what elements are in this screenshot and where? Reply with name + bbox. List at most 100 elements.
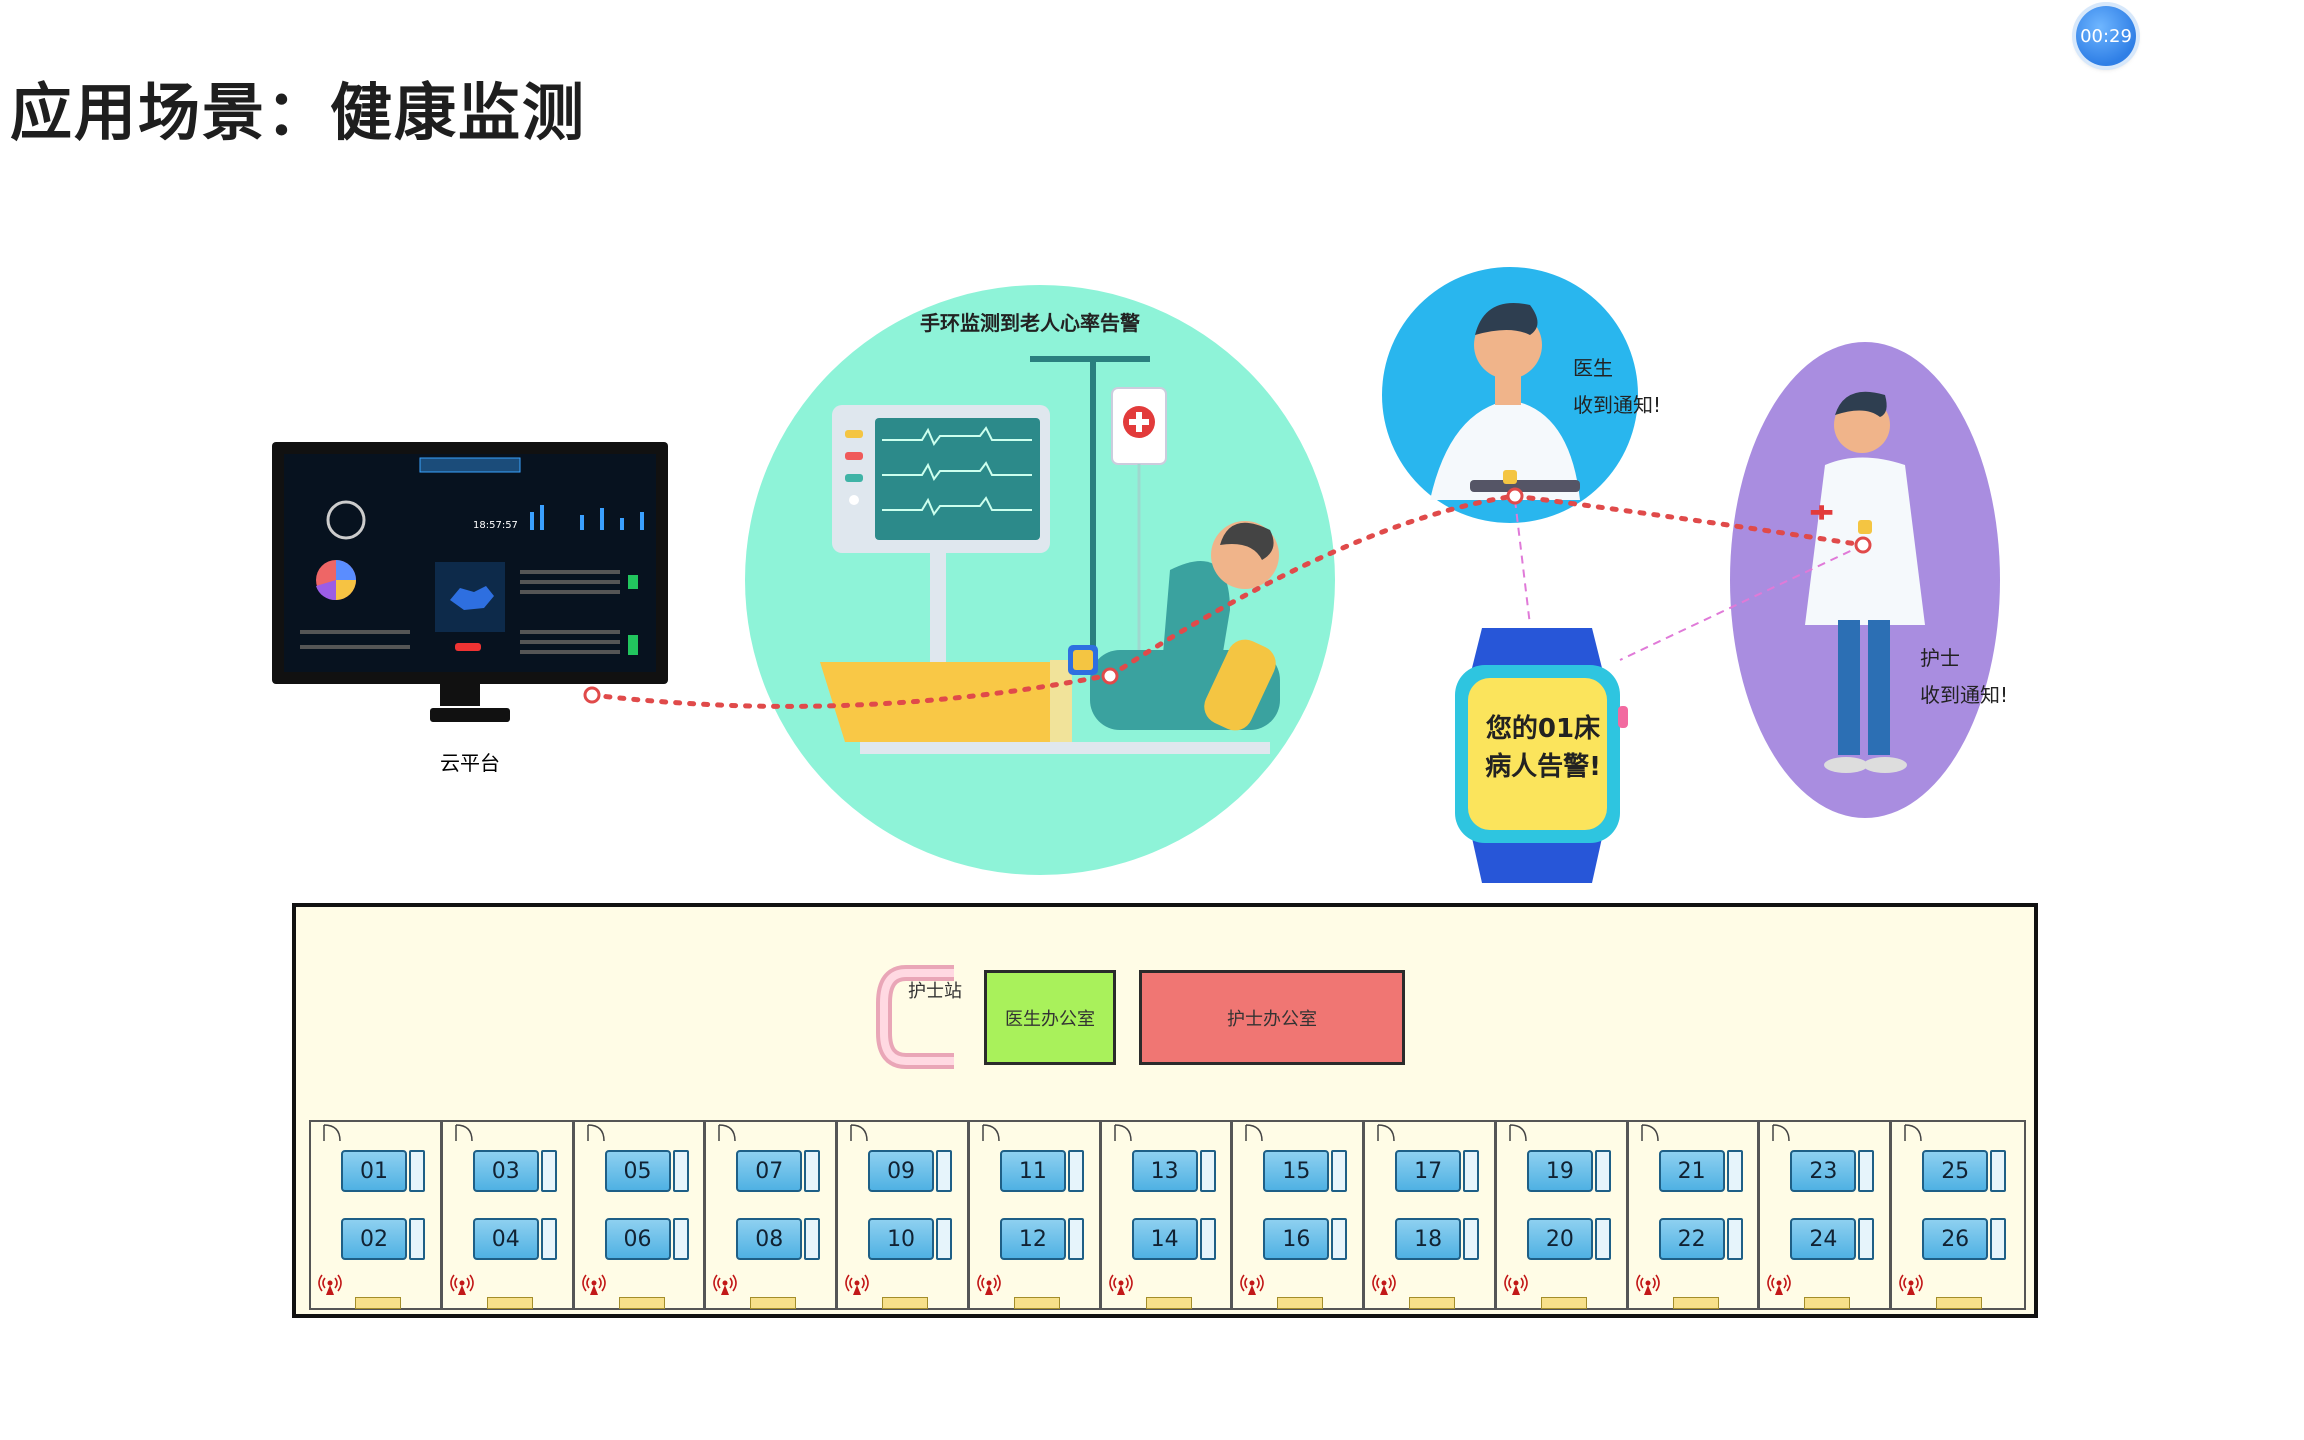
alert-path-cloud-to-patient: [589, 673, 1108, 709]
bedside-desk: [882, 1297, 929, 1309]
bed-headboard: [1067, 1150, 1084, 1192]
signal-antenna-icon: [1899, 1274, 1923, 1295]
signal-antenna-icon: [318, 1274, 342, 1295]
nurse-label-line2: 收到通知!: [1920, 683, 2008, 707]
bed[interactable]: 04: [472, 1218, 539, 1260]
watch-link-nurse: [1619, 544, 1864, 661]
signal-antenna-icon: [1635, 1274, 1660, 1295]
iv-drip-icon: [1030, 356, 1167, 656]
bed-headboard: [804, 1150, 821, 1192]
ward-room: 01 02: [311, 1122, 443, 1309]
bed[interactable]: 03: [472, 1150, 539, 1192]
bed[interactable]: 21: [1658, 1150, 1725, 1192]
bed[interactable]: 06: [604, 1218, 671, 1260]
door-icon: [718, 1124, 737, 1142]
bedside-desk: [618, 1297, 665, 1309]
ward-room: 07 08: [706, 1122, 839, 1309]
bed[interactable]: 10: [868, 1218, 935, 1260]
door-icon: [850, 1124, 868, 1142]
bed-headboard: [936, 1150, 953, 1192]
door-icon: [1377, 1124, 1395, 1142]
ward-room: 11 12: [970, 1122, 1102, 1309]
bed[interactable]: 26: [1922, 1218, 1989, 1260]
bed[interactable]: 05: [604, 1150, 671, 1192]
bed[interactable]: 15: [1263, 1150, 1330, 1192]
bed-headboard: [1594, 1218, 1611, 1260]
doctor-label-line2: 收到通知!: [1573, 393, 1661, 417]
bed[interactable]: 19: [1526, 1150, 1593, 1192]
watch-link-doctor: [1514, 499, 1531, 626]
signal-antenna-icon: [1108, 1274, 1133, 1295]
bed-headboard: [1463, 1150, 1480, 1192]
ward-room: 25 26: [1892, 1122, 2024, 1309]
bed[interactable]: 11: [999, 1150, 1066, 1192]
bed[interactable]: 12: [999, 1218, 1066, 1260]
bed[interactable]: 20: [1526, 1218, 1593, 1260]
watch-alert-line2: 病人告警!: [1485, 752, 1601, 782]
bed[interactable]: 01: [341, 1150, 407, 1192]
door-icon: [1772, 1124, 1791, 1142]
ward-room: 13 14: [1102, 1122, 1234, 1309]
ward-room: 23 24: [1760, 1122, 1893, 1309]
ward-room: 05 06: [575, 1122, 707, 1309]
bed-headboard: [804, 1218, 821, 1260]
bed-headboard: [540, 1218, 557, 1260]
bed[interactable]: 14: [1131, 1218, 1198, 1260]
bed-headboard: [1990, 1218, 2007, 1260]
bedside-desk: [486, 1297, 533, 1309]
bed-headboard: [1331, 1218, 1348, 1260]
bed-headboard: [1067, 1218, 1084, 1260]
bed-headboard: [1990, 1150, 2007, 1192]
bedside-desk: [1145, 1297, 1192, 1309]
bed-headboard: [936, 1218, 953, 1260]
bed-headboard: [540, 1150, 557, 1192]
bed[interactable]: 07: [736, 1150, 803, 1192]
bed-headboard: [1199, 1218, 1216, 1260]
bedside-desk: [1936, 1297, 1983, 1309]
bed[interactable]: 23: [1790, 1150, 1857, 1192]
nurse-label-line1: 护士: [1920, 646, 1960, 670]
door-icon: [586, 1124, 605, 1142]
bed-headboard: [409, 1150, 425, 1192]
bed[interactable]: 02: [341, 1218, 407, 1260]
door-icon: [455, 1124, 473, 1142]
bed[interactable]: 08: [736, 1218, 803, 1260]
signal-antenna-icon: [1504, 1274, 1528, 1295]
bedside-desk: [1277, 1297, 1324, 1309]
nurse-office: 护士办公室: [1139, 970, 1405, 1065]
dashboard-clock: 18:57:57: [473, 520, 518, 531]
slide-title: 应用场景：健康监测: [10, 76, 587, 149]
bedside-desk: [1013, 1297, 1060, 1309]
bedside-desk: [1409, 1297, 1456, 1309]
ward-room: 21 22: [1629, 1122, 1761, 1309]
bed[interactable]: 24: [1790, 1218, 1857, 1260]
bed[interactable]: 13: [1131, 1150, 1198, 1192]
bed-headboard: [1858, 1218, 1875, 1260]
bed[interactable]: 17: [1395, 1150, 1462, 1192]
alert-path-patient-to-doctor: [1107, 493, 1518, 679]
signal-antenna-icon: [1240, 1274, 1265, 1295]
door-icon: [1509, 1124, 1527, 1142]
signal-antenna-icon: [1372, 1274, 1396, 1295]
bed-headboard: [1463, 1218, 1480, 1260]
bed-headboard: [672, 1150, 689, 1192]
watch-alert-line1: 您的01床: [1485, 714, 1601, 744]
bedside-desk: [750, 1297, 797, 1309]
signal-antenna-icon: [977, 1274, 1001, 1295]
vital-signs-monitor-icon: [832, 405, 1050, 663]
bed[interactable]: 22: [1658, 1218, 1725, 1260]
bed[interactable]: 18: [1395, 1218, 1462, 1260]
bed[interactable]: 25: [1922, 1150, 1989, 1192]
timer-badge[interactable]: 00:29: [2076, 6, 2136, 66]
bed[interactable]: 16: [1263, 1218, 1330, 1260]
signal-antenna-icon: [449, 1274, 474, 1295]
bed[interactable]: 09: [868, 1150, 935, 1192]
alert-path-doctor-to-nurse: [1512, 493, 1866, 548]
bedside-desk: [1672, 1297, 1719, 1309]
door-icon: [323, 1124, 341, 1142]
